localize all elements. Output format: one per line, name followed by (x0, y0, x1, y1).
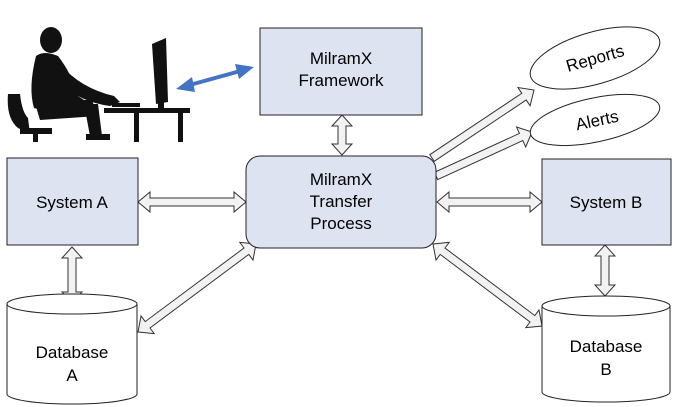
connector-transfer-database-a (137, 241, 257, 335)
connector-system-a-transfer (137, 190, 247, 214)
system-a-box: System A (6, 157, 139, 246)
framework-box: MilramX Framework (259, 27, 423, 116)
alerts-output: Alerts (529, 93, 661, 147)
framework-label-line2: Framework (298, 71, 384, 90)
system-b-box: System B (541, 158, 672, 246)
transfer-label-line1: MilramX (310, 170, 372, 189)
database-b-label-line2: B (600, 360, 611, 379)
connector-transfer-system-b (436, 190, 543, 214)
database-a-label-line1: Database (36, 343, 109, 362)
system-b-label: System B (570, 193, 643, 212)
connector-transfer-database-b (432, 241, 543, 329)
database-b-label-line1: Database (570, 337, 643, 356)
database-a-label-line2: A (66, 366, 78, 385)
connectors (60, 114, 617, 304)
transfer-label-line2: Transfer (310, 192, 373, 211)
system-a-label: System A (36, 193, 108, 212)
diagonal-connectors (137, 86, 543, 335)
connector-transfer-alerts (433, 126, 533, 181)
transfer-label-line3: Process (310, 214, 371, 233)
reports-output: Reports (529, 26, 661, 90)
database-a-cylinder: Database A (6, 293, 138, 405)
transfer-process-box: MilramX Transfer Process (245, 155, 437, 249)
user-framework-link (176, 64, 254, 92)
person-at-computer-icon (7, 27, 190, 142)
connector-transfer-reports (429, 86, 535, 162)
connector-framework-transfer (330, 114, 354, 156)
framework-label-line1: MilramX (310, 49, 372, 68)
database-b-cylinder: Database B (541, 295, 671, 403)
connector-system-b-database-b (593, 244, 617, 297)
